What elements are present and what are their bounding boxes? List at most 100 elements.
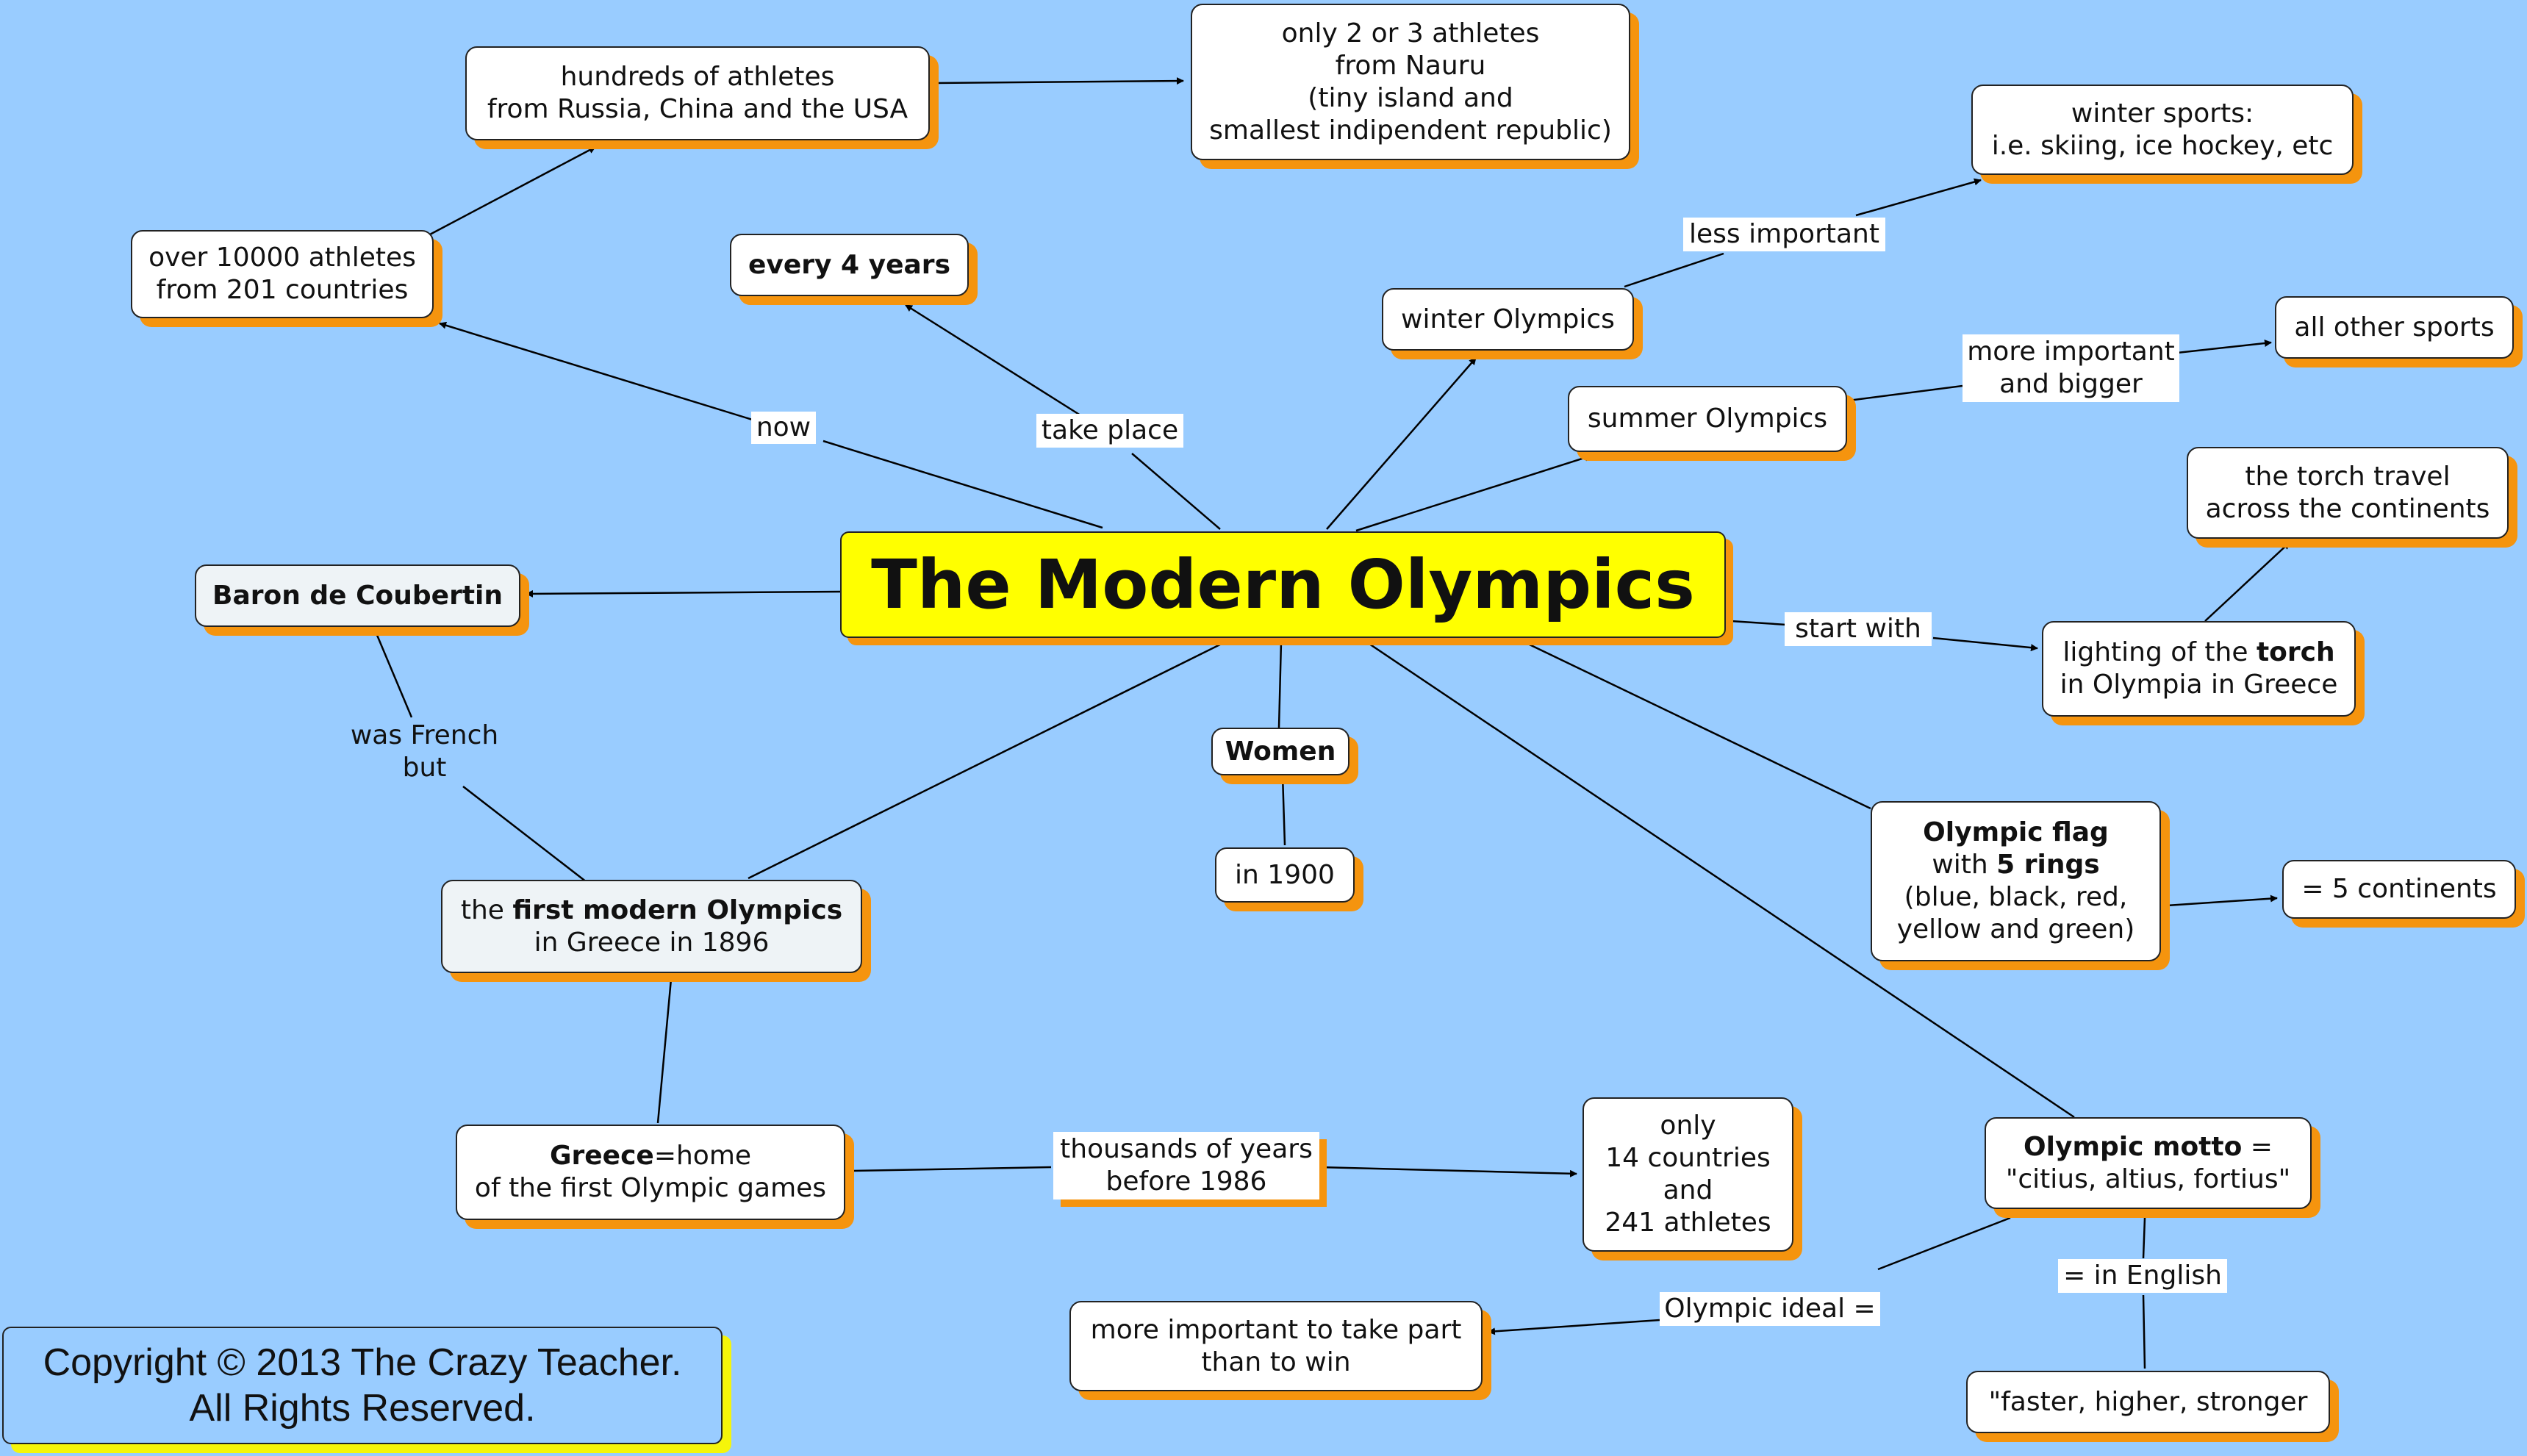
node-text: and bbox=[1663, 1175, 1713, 1205]
link-women-1900 bbox=[1281, 775, 1286, 846]
node-text-bold: Greece bbox=[549, 1141, 654, 1171]
label-thousands-of-years: thousands of years before 1986 bbox=[1053, 1132, 1319, 1199]
node-text: winter Olympics bbox=[1401, 304, 1615, 334]
link-central-startwith bbox=[1730, 620, 1787, 626]
node-text-bold: 5 rings bbox=[1996, 850, 2100, 880]
node-text: only 2 or 3 athletes bbox=[1281, 18, 1540, 49]
node-text-bold: Olympic flag bbox=[1923, 817, 2109, 847]
node-text: Greece=home bbox=[550, 1140, 751, 1172]
node-text: in 1900 bbox=[1235, 859, 1335, 890]
link-central-firstmodern bbox=[748, 636, 1234, 880]
node-all-other-sports[interactable]: all other sports bbox=[2275, 296, 2514, 359]
link-central-baron bbox=[526, 589, 841, 598]
link-more-allother bbox=[2176, 340, 2272, 354]
link-now-over10000 bbox=[439, 321, 758, 423]
link-baron-wasfrench bbox=[373, 629, 413, 718]
node-take-part[interactable]: more important to take part than to win bbox=[1069, 1301, 1483, 1391]
node-text: (blue, black, red, bbox=[1904, 882, 2128, 912]
node-only-14-countries[interactable]: only 14 countries and 241 athletes bbox=[1582, 1097, 1793, 1252]
link-central-now bbox=[822, 440, 1103, 529]
label-more-important: more important and bigger bbox=[1963, 334, 2179, 402]
node-baron-de-coubertin[interactable]: Baron de Coubertin bbox=[195, 564, 520, 627]
node-central-topic[interactable]: The Modern Olympics bbox=[840, 531, 1726, 638]
node-olympic-flag[interactable]: Olympic flag with 5 rings (blue, black, … bbox=[1871, 801, 2161, 961]
label-text: take place bbox=[1041, 415, 1179, 445]
node-every-4-years[interactable]: every 4 years bbox=[730, 234, 969, 296]
node-text-part: lighting of the bbox=[2062, 637, 2257, 667]
node-text: the torch travel bbox=[2245, 461, 2451, 492]
node-women[interactable]: Women bbox=[1211, 728, 1349, 775]
link-thousands-only14 bbox=[1319, 1166, 1577, 1177]
node-text-part: = bbox=[2242, 1131, 2273, 1162]
node-text: more important to take part bbox=[1090, 1314, 1462, 1345]
node-text-part: with bbox=[1932, 850, 1997, 880]
node-lighting-of-torch[interactable]: lighting of the torch in Olympia in Gree… bbox=[2042, 621, 2356, 717]
node-text-bold: first modern Olympics bbox=[512, 894, 843, 925]
node-faster-higher-stronger[interactable]: "faster, higher, stronger bbox=[1966, 1371, 2330, 1433]
node-text: winter sports: bbox=[2071, 98, 2254, 129]
node-summer-olympics[interactable]: summer Olympics bbox=[1568, 386, 1847, 452]
link-english-faster bbox=[2142, 1294, 2146, 1369]
node-winter-olympics[interactable]: winter Olympics bbox=[1382, 288, 1634, 351]
node-5-continents[interactable]: = 5 continents bbox=[2282, 860, 2516, 919]
label-text: now bbox=[756, 412, 811, 442]
node-nauru-athletes[interactable]: only 2 or 3 athletes from Nauru (tiny is… bbox=[1191, 4, 1630, 160]
link-less-wintersports bbox=[1855, 178, 1982, 217]
node-in-1900[interactable]: in 1900 bbox=[1215, 847, 1355, 903]
label-now: now bbox=[751, 412, 816, 444]
node-text-part: =home bbox=[653, 1141, 752, 1171]
label-olympic-ideal: Olympic ideal = bbox=[1660, 1292, 1880, 1326]
node-text: over 10000 athletes bbox=[148, 243, 416, 273]
node-text-bold: torch bbox=[2256, 637, 2335, 667]
node-first-modern-olympics[interactable]: the first modern Olympics in Greece in 1… bbox=[441, 880, 862, 973]
label-text: before 1986 bbox=[1105, 1166, 1267, 1197]
copyright-notice: Copyright © 2013 The Crazy Teacher. All … bbox=[2, 1327, 723, 1444]
link-lighting-torchtravel bbox=[2204, 542, 2290, 622]
node-text: Olympic motto = bbox=[2024, 1131, 2273, 1163]
node-text: 14 countries bbox=[1605, 1143, 1771, 1173]
link-motto-ideal bbox=[1877, 1216, 2011, 1271]
node-text: from 201 countries bbox=[156, 275, 409, 305]
label-take-place: take place bbox=[1036, 414, 1183, 448]
node-text: 241 athletes bbox=[1605, 1208, 1771, 1238]
link-central-women bbox=[1277, 641, 1283, 728]
link-takeplace-every4 bbox=[905, 304, 1081, 417]
node-text-bold: Olympic motto bbox=[2024, 1131, 2243, 1162]
link-over10000-hundreds bbox=[428, 146, 596, 237]
node-hundreds-of-athletes[interactable]: hundreds of athletes from Russia, China … bbox=[465, 46, 930, 140]
node-text: yellow and green) bbox=[1896, 914, 2135, 944]
node-torch-travel[interactable]: the torch travel across the continents bbox=[2187, 447, 2509, 539]
label-text: and bigger bbox=[1999, 369, 2143, 399]
link-summer-more bbox=[1848, 384, 1963, 402]
node-text: Women bbox=[1225, 736, 1336, 767]
label-text: = in English bbox=[2063, 1260, 2222, 1291]
node-text: of the first Olympic games bbox=[474, 1173, 827, 1203]
link-flag-continents bbox=[2166, 894, 2278, 907]
label-text: Olympic ideal = bbox=[1664, 1294, 1876, 1324]
node-text: with 5 rings bbox=[1932, 849, 2099, 881]
node-olympic-motto[interactable]: Olympic motto = "citius, altius, fortius… bbox=[1985, 1117, 2312, 1209]
link-central-motto bbox=[1358, 635, 2075, 1119]
link-greece-thousands bbox=[852, 1166, 1052, 1172]
label-in-english: = in English bbox=[2058, 1259, 2227, 1293]
node-winter-sports[interactable]: winter sports: i.e. skiing, ice hockey, … bbox=[1971, 85, 2354, 175]
node-text: (tiny island and bbox=[1308, 82, 1513, 113]
node-text-part: the bbox=[460, 894, 513, 925]
node-text: than to win bbox=[1201, 1346, 1351, 1377]
node-over-10000-athletes[interactable]: over 10000 athletes from 201 countries bbox=[131, 230, 434, 318]
node-text: every 4 years bbox=[748, 249, 950, 280]
label-text: thousands of years bbox=[1060, 1134, 1313, 1164]
node-text: in Olympia in Greece bbox=[2060, 670, 2338, 700]
node-text: i.e. skiing, ice hockey, etc bbox=[1991, 130, 2334, 161]
node-greece-home[interactable]: Greece=home of the first Olympic games bbox=[456, 1125, 845, 1220]
link-firstmodern-greece bbox=[656, 978, 673, 1124]
node-text: only bbox=[1660, 1111, 1716, 1141]
link-winter-less bbox=[1624, 252, 1724, 288]
label-text: less important bbox=[1689, 219, 1879, 249]
node-text: the first modern Olympics bbox=[461, 894, 842, 927]
label-was-french-but: was French but bbox=[338, 719, 511, 785]
node-text: from Nauru bbox=[1335, 50, 1486, 81]
node-text: Baron de Coubertin bbox=[212, 580, 503, 611]
